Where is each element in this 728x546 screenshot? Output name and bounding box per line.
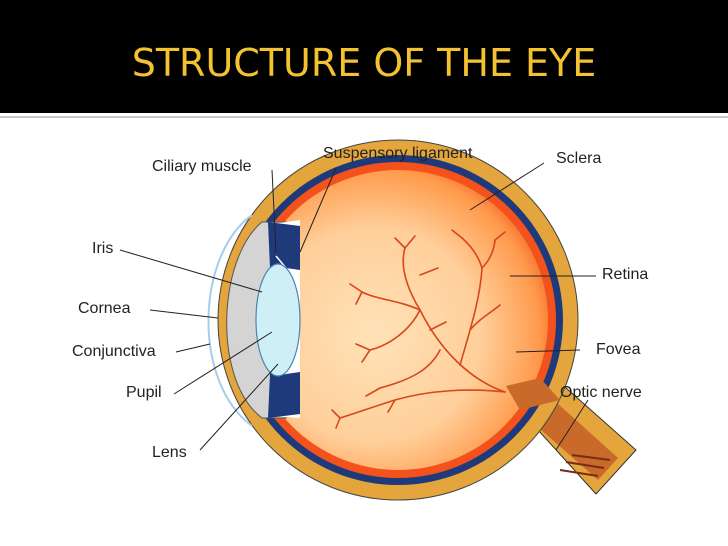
retinal-vessels xyxy=(331,229,506,429)
title-bar: STRUCTURE OF THE EYE xyxy=(0,0,728,113)
label-retina: Retina xyxy=(602,266,649,283)
label-suspensory-ligament: Suspensory ligament xyxy=(323,145,473,162)
title-divider xyxy=(0,116,728,118)
conjunctiva-arc xyxy=(207,214,253,427)
label-pupil: Pupil xyxy=(126,384,162,401)
label-fovea: Fovea xyxy=(596,341,641,358)
label-ciliary-muscle: Ciliary muscle xyxy=(152,158,252,175)
label-sclera: Sclera xyxy=(556,150,602,167)
label-conjunctiva: Conjunctiva xyxy=(72,343,156,360)
slide-title: STRUCTURE OF THE EYE xyxy=(131,40,597,85)
label-iris: Iris xyxy=(92,240,114,257)
label-cornea: Cornea xyxy=(78,300,131,317)
lens-shape xyxy=(255,263,301,377)
label-optic-nerve: Optic nerve xyxy=(560,384,642,401)
label-lens: Lens xyxy=(152,444,187,461)
vitreous-body xyxy=(248,170,548,470)
